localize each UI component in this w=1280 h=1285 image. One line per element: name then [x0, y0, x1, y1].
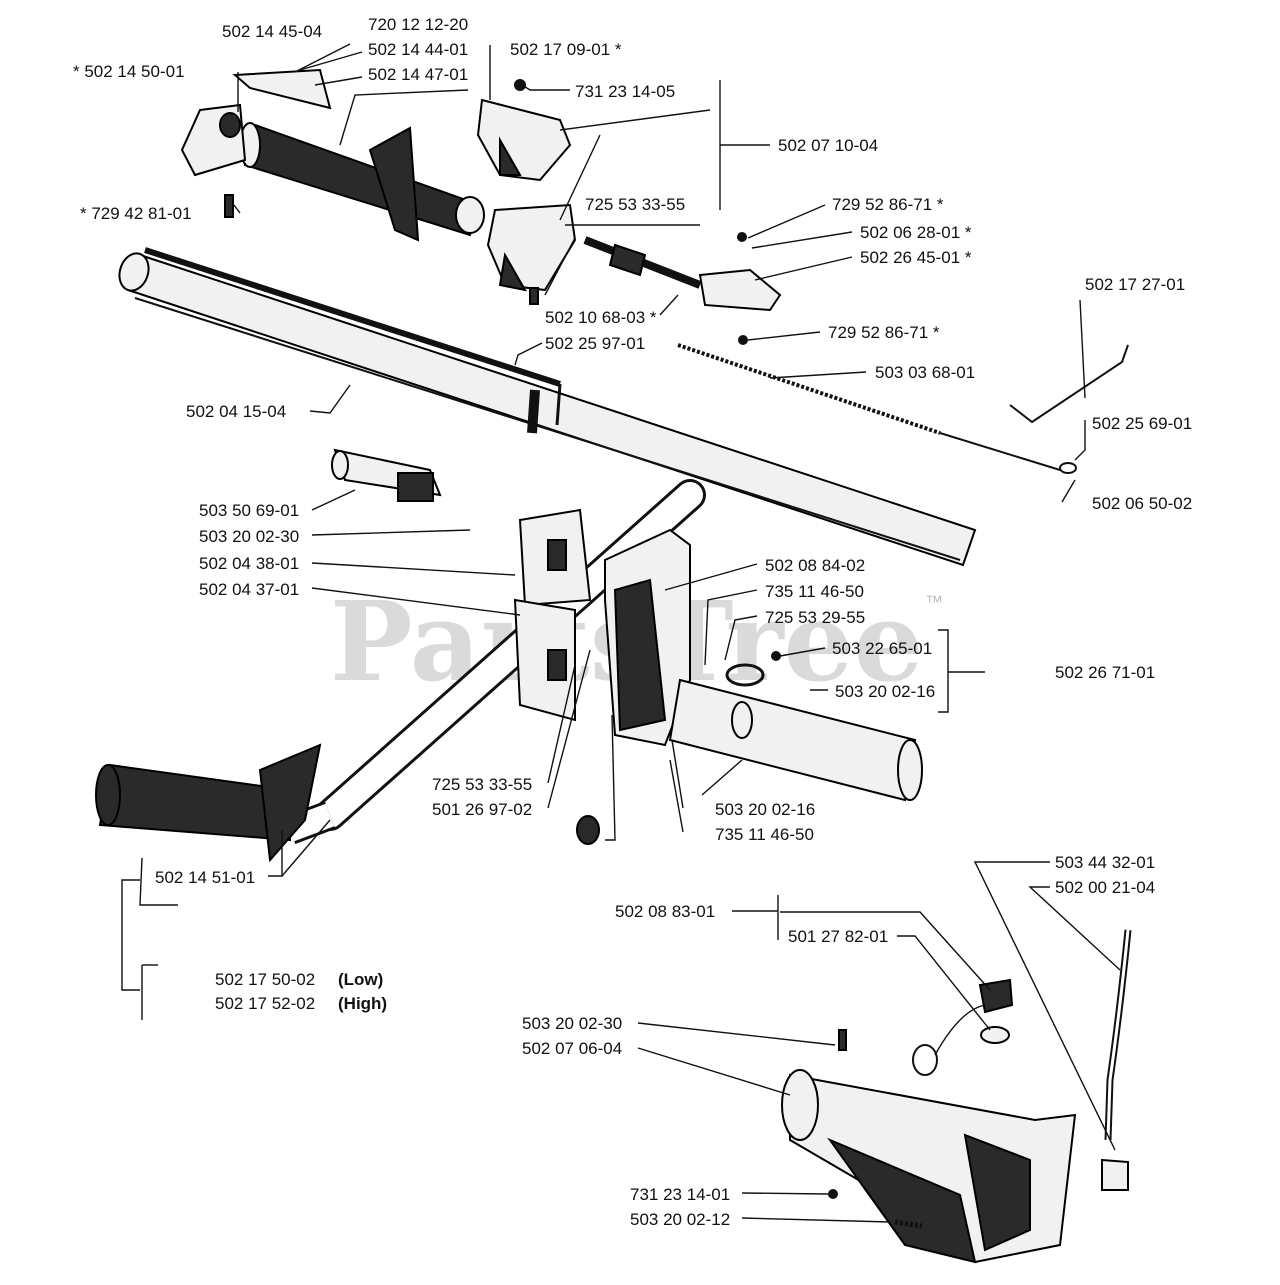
callout-503-20-02-16-right: 503 20 02-16	[835, 682, 935, 701]
callout-729-52-86-71-upper: 729 52 86-71 *	[832, 195, 944, 214]
callout-729-42-81-01: * 729 42 81-01	[80, 204, 192, 223]
callout-502-14-51-01: 502 14 51-01	[155, 868, 255, 887]
callout-502-17-27-01: 502 17 27-01	[1085, 275, 1185, 294]
watermark-trademark: ™	[925, 592, 943, 612]
callout-735-11-46-50-upper: 735 11 46-50	[765, 582, 864, 601]
callout-501-26-97-02: 501 26 97-02	[432, 800, 532, 819]
callout-502-17-09-01: 502 17 09-01 *	[510, 40, 622, 59]
callout-502-00-21-04: 502 00 21-04	[1055, 878, 1155, 897]
callout-503-20-02-30-upper: 503 20 02-30	[199, 527, 299, 546]
throttle-rod-part	[1009, 344, 1129, 424]
tank-nut-part	[828, 1189, 838, 1199]
callout-502-07-10-04: 502 07 10-04	[778, 136, 878, 155]
callout-502-17-50-02-note: (Low)	[338, 970, 383, 989]
callout-502-14-45-04: 502 14 45-04	[222, 22, 322, 41]
callout-502-04-15-04: 502 04 15-04	[186, 402, 286, 421]
callout-502-08-84-02: 502 08 84-02	[765, 556, 865, 575]
callout-503-03-68-01: 503 03 68-01	[875, 363, 975, 382]
callout-502-26-71-01: 502 26 71-01	[1055, 663, 1155, 682]
callout-502-08-83-01: 502 08 83-01	[615, 902, 715, 921]
fuel-hose-part	[1101, 929, 1132, 1191]
handle-cover-part	[232, 68, 332, 110]
callout-503-20-02-12: 503 20 02-12	[630, 1210, 730, 1229]
handle-clamp-part	[513, 508, 592, 722]
throttle-handle-part	[239, 122, 485, 242]
callout-502-06-50-02: 502 06 50-02	[1092, 494, 1192, 513]
rear-grip-part	[668, 651, 923, 802]
callout-725-53-33-55-lower: 725 53 33-55	[432, 775, 532, 794]
callout-502-14-44-01: 502 14 44-01	[368, 40, 468, 59]
fuel-tank-part	[781, 1069, 1077, 1264]
callout-502-17-50-02: 502 17 50-02	[215, 970, 315, 989]
callout-720-12-12-20: 720 12 12-20	[368, 15, 468, 34]
callout-502-10-68-03: 502 10 68-03 *	[545, 308, 657, 327]
tank-bolt-part	[894, 1219, 923, 1229]
callout-502-17-52-02: 502 17 52-02	[215, 994, 315, 1013]
callout-502-07-06-04: 502 07 06-04	[522, 1039, 622, 1058]
callout-502-17-52-02-note: (High)	[338, 994, 387, 1013]
grip-block-part	[331, 448, 442, 502]
clamp-housing-lower-part	[486, 203, 577, 305]
drive-shaft-coupling-part	[583, 232, 782, 345]
callout-731-23-14-01: 731 23 14-01	[630, 1185, 730, 1204]
callout-729-52-86-71-lower: 729 52 86-71 *	[828, 323, 940, 342]
callout-502-14-50-01: * 502 14 50-01	[73, 62, 185, 81]
callout-502-04-37-01: 502 04 37-01	[199, 580, 299, 599]
callout-502-14-47-01: 502 14 47-01	[368, 65, 468, 84]
callout-735-11-46-50-lower: 735 11 46-50	[715, 825, 814, 844]
nut-part	[576, 815, 600, 845]
throttle-cable-part	[677, 343, 1077, 474]
callout-731-23-14-05: 731 23 14-05	[575, 82, 675, 101]
callout-725-53-33-55-upper: 725 53 33-55	[585, 195, 685, 214]
callout-503-22-65-01: 503 22 65-01	[832, 639, 932, 658]
callout-502-26-45-01: 502 26 45-01 *	[860, 248, 972, 267]
callout-502-25-69-01: 502 25 69-01	[1092, 414, 1192, 433]
fuel-cap-part	[912, 978, 1014, 1076]
callout-502-04-38-01: 502 04 38-01	[199, 554, 299, 573]
clamp-housing-upper-part	[476, 79, 572, 182]
trigger-part	[180, 103, 247, 177]
callout-503-20-02-16-lower: 503 20 02-16	[715, 800, 815, 819]
callout-labels: 502 14 45-04 720 12 12-20 502 14 44-01 5…	[73, 15, 1192, 1229]
callout-502-06-28-01: 502 06 28-01 *	[860, 223, 972, 242]
callout-502-25-97-01: 502 25 97-01	[545, 334, 645, 353]
callout-501-27-82-01: 501 27 82-01	[788, 927, 888, 946]
callout-503-50-69-01: 503 50 69-01	[199, 501, 299, 520]
trigger-screw-part	[224, 194, 234, 218]
main-tube-part	[118, 247, 977, 567]
callout-503-20-02-30-lower: 503 20 02-30	[522, 1014, 622, 1033]
callout-725-53-29-55: 725 53 29-55	[765, 608, 865, 627]
tank-screw-part	[838, 1029, 847, 1051]
leader-lines	[121, 43, 1121, 1223]
callout-503-44-32-01: 503 44 32-01	[1055, 853, 1155, 872]
engine-bracket-part	[604, 528, 691, 747]
